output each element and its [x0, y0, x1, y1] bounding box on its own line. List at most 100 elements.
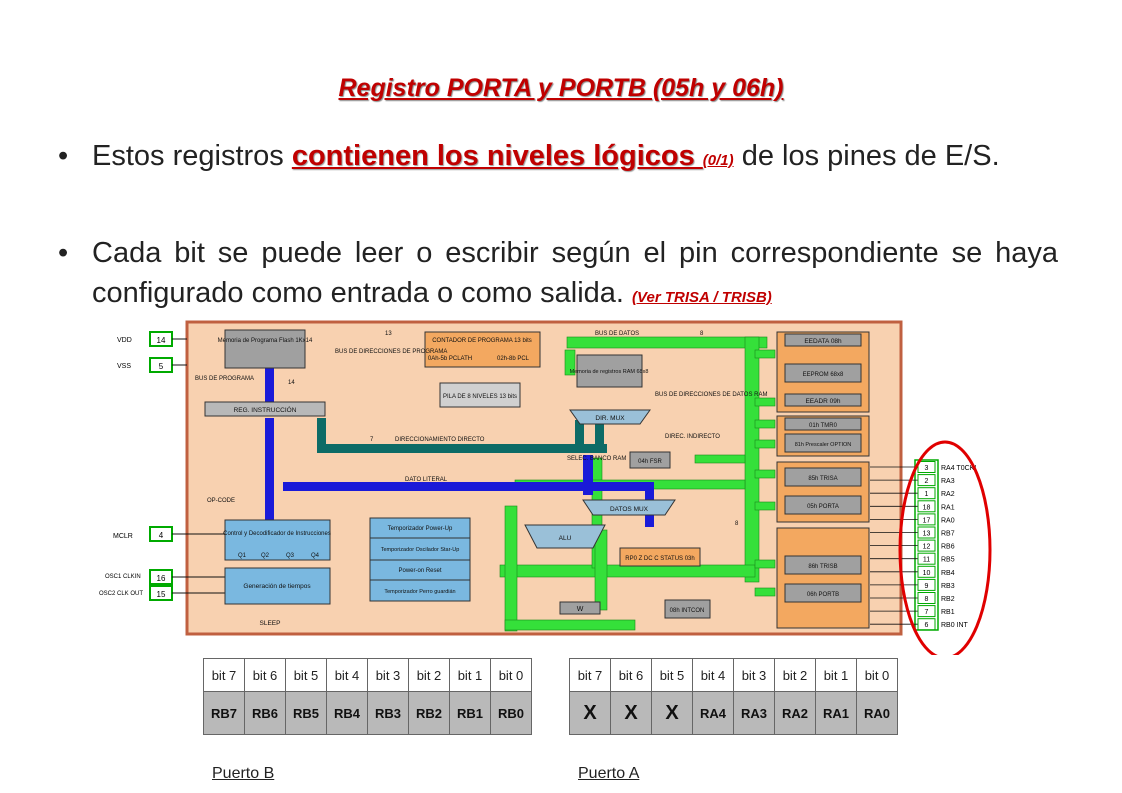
- datos-mux-label: DATOS MUX: [610, 506, 649, 513]
- pin-num: 18: [923, 504, 931, 511]
- bit-header: bit 6: [244, 658, 286, 692]
- left-pins: VDD 14 VSS 5 MCLR 4 OSC1 CLKIN 16 OSC2 C…: [99, 331, 225, 601]
- bit-value: RA1: [815, 691, 857, 735]
- intcon-label: 08h INTCON: [670, 608, 705, 614]
- bit-header: bit 2: [774, 658, 816, 692]
- portb-label: 06h PORTB: [807, 592, 839, 598]
- bit-header: bit 5: [651, 658, 693, 692]
- pin-box: [917, 618, 936, 631]
- ram-label: Memoria de registros RAM 68x8: [570, 369, 649, 375]
- pin-box: [917, 578, 936, 591]
- pin-label: RA2: [941, 491, 955, 498]
- blocks: Memoria de Programa Flash 1Kx14 CONTADOR…: [204, 329, 870, 629]
- bus-programa-label: BUS DE PROGRAMA: [195, 376, 254, 382]
- pin-label: MCLR: [113, 533, 133, 540]
- pin-label: RA3: [941, 478, 955, 485]
- pin-box: [917, 592, 936, 604]
- bit-header: bit 2: [408, 658, 450, 692]
- puerto-b-caption: Puerto B: [212, 765, 275, 782]
- bit-value-unused: X: [651, 691, 693, 735]
- pin-box: [917, 526, 936, 539]
- bullet-dot: •: [58, 237, 69, 269]
- pin-num: 10: [923, 570, 931, 577]
- bit-header: bit 4: [692, 658, 734, 692]
- timer-2: Temporizador Oscilador Star-Up: [381, 547, 460, 553]
- pin-num: 1: [925, 491, 929, 498]
- bit-value: RA0: [856, 691, 898, 735]
- num-13: 13: [385, 331, 392, 337]
- num-14: 14: [288, 380, 295, 386]
- pin-num: 5: [159, 362, 164, 371]
- bit-header: bit 4: [326, 658, 368, 692]
- pin-num: 14: [157, 336, 166, 345]
- pin-label: RA4 T0CKI: [941, 465, 976, 472]
- bus-dir-prog-label: BUS DE DIRECCIONES DE PROGRAMA: [335, 349, 447, 355]
- bullet-dot: •: [58, 140, 69, 172]
- bit-header: bit 1: [815, 658, 857, 692]
- bit-value: RA2: [774, 691, 816, 735]
- bit-header: bit 1: [449, 658, 491, 692]
- puerto-a-table: bit 7 bit 6 bit 5 bit 4 bit 3 bit 2 bit …: [569, 658, 898, 735]
- bit-value: RA4: [692, 691, 734, 735]
- pin-num: 2: [925, 478, 929, 485]
- pin-box: [917, 605, 936, 618]
- pin-box: [917, 552, 936, 565]
- pin-num: 15: [157, 590, 166, 599]
- bullet-2-note: (Ver TRISA / TRISB): [632, 289, 772, 306]
- pin-label: RB1: [941, 609, 955, 616]
- pin-num: 3: [925, 465, 929, 472]
- pin-label: OSC1 CLKIN: [105, 574, 141, 580]
- num-7: 7: [370, 437, 374, 443]
- stack-label: PILA DE 8 NIVELES 13 bits: [443, 394, 517, 400]
- highlight-circle: [898, 440, 992, 655]
- bit-value: RB6: [244, 691, 286, 735]
- pin-box: [917, 461, 936, 473]
- bit-value: RB2: [408, 691, 450, 735]
- bit-header: bit 3: [733, 658, 775, 692]
- pin-label: RA1: [941, 504, 955, 511]
- fsr-label: 04h FSR: [638, 459, 662, 465]
- bullet-1-highlight: contienen los niveles lógicos: [291, 140, 703, 172]
- pin-num: 11: [923, 557, 930, 564]
- bit-value: RA3: [733, 691, 775, 735]
- status-label: RP0 Z DC C STATUS 03h: [625, 556, 694, 562]
- q3-label: Q3: [286, 553, 295, 559]
- bus-dir-ram-label: BUS DE DIRECCIONES DE DATOS RAM: [655, 392, 767, 398]
- bullet-1-post: de los pines de E/S.: [733, 140, 1000, 172]
- pin-num: 9: [925, 583, 929, 590]
- pin-label: RB2: [941, 596, 955, 603]
- pic16f84-block-diagram: VDD 14 VSS 5 MCLR 4 OSC1 CLKIN 16 OSC2 C…: [99, 320, 992, 655]
- sleep-label: SLEEP: [260, 620, 281, 627]
- bit-header: bit 0: [856, 658, 898, 692]
- timer-1: Temporizador Power-Up: [388, 526, 453, 532]
- eeprom-label: EEPROM 68x8: [803, 372, 844, 378]
- pin-num: 17: [923, 517, 931, 524]
- pin-label: RB7: [941, 531, 955, 538]
- bit-value: RB0: [490, 691, 532, 735]
- pin-label: RB3: [941, 583, 955, 590]
- pin-num: 4: [159, 531, 164, 540]
- dato-literal-label: DATO LITERAL: [405, 477, 448, 483]
- op-code-label: OP-CODE: [207, 498, 235, 504]
- trisa-label: 85h TRISA: [808, 476, 837, 482]
- tiempos-label: Generación de tiempos: [243, 583, 311, 590]
- pin-label: OSC2 CLK OUT: [99, 591, 143, 597]
- bit-header: bit 6: [610, 658, 652, 692]
- q1-label: Q1: [238, 553, 247, 559]
- pin-box: [917, 487, 936, 500]
- pin-num: 12: [923, 544, 931, 551]
- bus-labels: BUS DE DATOS BUS DE DIRECCIONES DE PROGR…: [195, 331, 767, 527]
- eedata-label: EEDATA 08h: [804, 338, 842, 345]
- bit-header: bit 0: [490, 658, 532, 692]
- tmr0-label: 01h TMR0: [809, 423, 838, 429]
- bit-header: bit 7: [203, 658, 245, 692]
- dir-indirecto-label: DIREC. INDIRECTO: [665, 434, 720, 440]
- bit-value: RB7: [203, 691, 245, 735]
- pin-num: 13: [923, 531, 931, 538]
- pin-num: 16: [157, 574, 166, 583]
- bullet-2-pre: Cada bit se puede leer o escribir según …: [92, 237, 1058, 309]
- bit-value: RB1: [449, 691, 491, 735]
- puerto-b-table: bit 7 bit 6 bit 5 bit 4 bit 3 bit 2 bit …: [203, 658, 532, 735]
- bullet-1-text: Estos registros contienen los niveles ló…: [92, 136, 1058, 181]
